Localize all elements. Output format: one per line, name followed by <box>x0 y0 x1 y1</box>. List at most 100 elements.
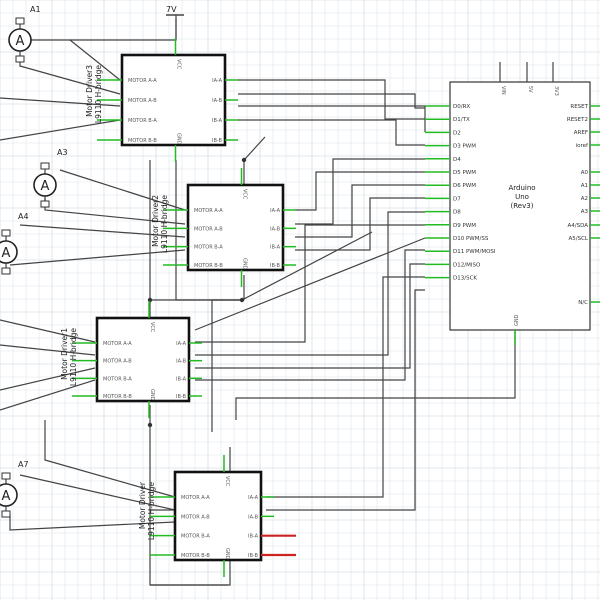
motor-a4[interactable]: AA4 <box>0 212 29 275</box>
arduino-pin-d7[interactable]: D7 <box>425 196 461 202</box>
arduino-pin-d13-sck[interactable]: D13/SCK <box>425 276 477 282</box>
driver-pin-label: MOTOR A-A <box>181 495 210 501</box>
driver-pin-label: IA-B <box>270 226 280 232</box>
driver-name-label: Motor Driver <box>138 481 147 529</box>
arduino-pin-d1-tx[interactable]: D1/TX <box>425 117 470 123</box>
driver-pin-label: MOTOR B-A <box>194 245 223 251</box>
driver-vcc-label: VCC <box>176 59 182 70</box>
arduino-pin-label: D3 PWM <box>453 144 476 150</box>
driver-pin-label: IB-B <box>248 553 259 559</box>
driver-name-label: Motor Driver2 <box>151 195 160 247</box>
driver-pin-label: MOTOR A-B <box>128 98 157 104</box>
motor-a3[interactable]: AA3 <box>33 148 68 208</box>
arduino-pin-label: A3 <box>581 209 589 215</box>
arduino-pin-d0-rx[interactable]: D0/RX <box>425 104 470 110</box>
arduino-pin-d8[interactable]: D8 <box>425 210 461 216</box>
arduino-pin-label: D11 PWM/MOSI <box>453 249 496 255</box>
motor-tag-label: A1 <box>30 5 41 14</box>
arduino-gnd-pin[interactable]: GND <box>514 314 520 345</box>
wire-cross-1 <box>241 231 373 301</box>
wire-motor-a1 <box>30 39 121 81</box>
driver-pin-label: IB-B <box>270 263 281 269</box>
arduino-pin-label: VIN <box>500 86 506 95</box>
arduino-pin-d11-pwm-mosi[interactable]: D11 PWM/MOSI <box>425 249 496 255</box>
driver-pin-label: MOTOR B-B <box>194 263 223 269</box>
power-source-7v[interactable]: 7V <box>166 5 184 40</box>
arduino-pin-label: D9 PWM <box>453 223 476 229</box>
arduino-pin-a5-scl[interactable]: A5/SCL <box>568 236 600 242</box>
wire-d2-ia-b <box>295 158 425 225</box>
driver-pin-label: IB-B <box>176 394 187 400</box>
motor-symbol-text: A <box>16 34 25 49</box>
arduino-pin-n-c[interactable]: N/C <box>578 300 600 306</box>
arduino-pin-a2[interactable]: A2 <box>581 196 600 202</box>
arduino-pin-label: A5/SCL <box>568 236 588 242</box>
wire-d3-ia-b <box>238 93 425 109</box>
driver-body <box>186 183 285 272</box>
arduino-pin-a0[interactable]: A0 <box>581 170 600 176</box>
arduino-pin-3v3[interactable]: 3V3 <box>552 62 559 96</box>
arduino-pin-aref[interactable]: AREF <box>574 130 600 136</box>
motor-terminal <box>1 510 11 518</box>
driver-pin-label: MOTOR B-A <box>128 118 157 124</box>
arduino-pin-d10-pwm-ss[interactable]: D10 PWM/SS <box>425 236 489 242</box>
arduino-gnd-label: GND <box>514 314 520 326</box>
arduino-pin-reset[interactable]: RESET <box>570 104 600 110</box>
driver-body <box>173 470 263 562</box>
arduino-pin-a4-sda[interactable]: A4/SDA <box>567 223 600 229</box>
motor-tag-label: A3 <box>57 148 68 157</box>
wire-motor-a1-b <box>19 58 121 95</box>
motor-a1[interactable]: A A1 <box>8 5 41 63</box>
motor-symbol-text: A <box>2 489 11 504</box>
arduino-pin-d2[interactable]: D2 <box>425 130 461 136</box>
driver-pin-label: MOTOR A-B <box>194 226 223 232</box>
arduino-pin-reset2[interactable]: RESET2 <box>567 117 600 123</box>
wire-motor-a3 <box>59 169 186 211</box>
wire-d0-ia-b <box>266 289 425 511</box>
arduino-pin-label: D8 <box>453 210 461 216</box>
motor-a7[interactable]: AA7 <box>0 460 29 518</box>
arduino-pin-a1[interactable]: A1 <box>581 183 600 189</box>
arduino-pin-d5-pwm[interactable]: D5 PWM <box>425 170 476 176</box>
driver-pin-label: IA-B <box>248 514 258 520</box>
driver-vcc-label: VCC <box>224 476 230 487</box>
arduino-pin-label: D13/SCK <box>453 276 477 282</box>
motor-terminal <box>1 229 11 237</box>
arduino-pin-5v[interactable]: 5V <box>526 62 533 93</box>
arduino-pin-d3-pwm[interactable]: D3 PWM <box>425 144 476 150</box>
driver-gnd-label: GND <box>149 389 155 401</box>
arduino-pin-label: 3V3 <box>553 86 559 96</box>
driver-body <box>120 53 227 147</box>
arduino-pin-label: A4/SDA <box>567 223 588 229</box>
arduino-pin-d9-pwm[interactable]: D9 PWM <box>425 223 476 229</box>
motor-terminal <box>40 162 50 170</box>
arduino-pin-d6-pwm[interactable]: D6 PWM <box>425 183 476 189</box>
arduino-pin-d12-miso[interactable]: D12/MISO <box>425 262 481 268</box>
wire-d1-ia-b <box>195 211 425 356</box>
driver-pin-label: MOTOR B-A <box>103 376 132 382</box>
motor-terminal <box>1 472 11 480</box>
driver-pin-label: MOTOR A-A <box>103 341 132 347</box>
wire-d1-ib-b <box>195 249 425 381</box>
driver-name-label: Motor Driver1 <box>60 328 69 380</box>
arduino-pin-label: RESET <box>570 104 588 110</box>
arduino-body <box>449 81 591 331</box>
arduino-pin-a3[interactable]: A3 <box>581 209 600 215</box>
arduino-top-pins: VIN 5V 3V3 <box>499 62 559 96</box>
motor-symbol <box>8 28 32 52</box>
arduino-pin-vin[interactable]: VIN <box>499 62 506 95</box>
motor-terminal <box>15 55 25 63</box>
arduino-pin-label: D6 PWM <box>453 183 476 189</box>
arduino-pin-label: 5V <box>527 86 533 93</box>
wire-arduino-gnd <box>235 330 516 420</box>
arduino-pin-ioref[interactable]: ioref <box>576 143 600 149</box>
arduino-pin-d4[interactable]: D4 <box>425 157 461 163</box>
